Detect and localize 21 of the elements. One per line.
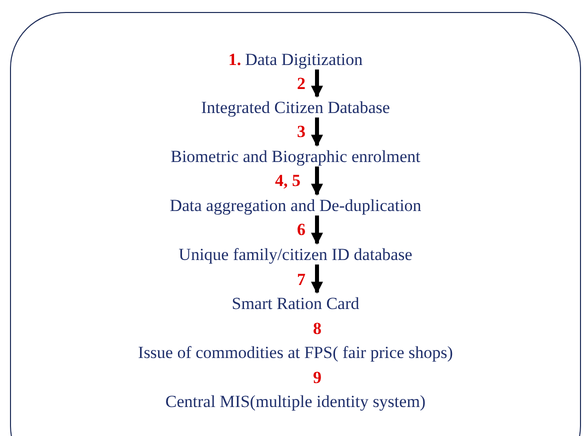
step-text: Biometric and Biographic enrolment [170, 147, 420, 166]
step-text: Unique family/citizen ID database [178, 245, 412, 264]
step-number: 9 [313, 369, 322, 386]
step-number: 8 [313, 320, 322, 337]
step-text: 1. Data Digitization [228, 50, 363, 69]
step-number: 4, 5 [275, 172, 300, 189]
step-number: 3 [297, 123, 306, 140]
arrow [311, 118, 323, 147]
rounded-frame [10, 12, 581, 436]
step-text: Smart Ration Card [232, 294, 360, 313]
step-number: 2 [297, 75, 306, 92]
step-text: Central MIS(multiple identity system) [165, 392, 426, 411]
arrow [311, 216, 323, 245]
arrow [311, 166, 323, 196]
step-text: Issue of commodities at FPS( fair price shops) [138, 343, 453, 362]
arrow [311, 70, 323, 98]
step-number: 6 [297, 221, 306, 238]
step-number: 7 [297, 271, 306, 288]
arrow [311, 264, 323, 294]
step-text: Integrated Citizen Database [201, 98, 390, 117]
step-text: Data aggregation and De-duplication [170, 196, 422, 215]
